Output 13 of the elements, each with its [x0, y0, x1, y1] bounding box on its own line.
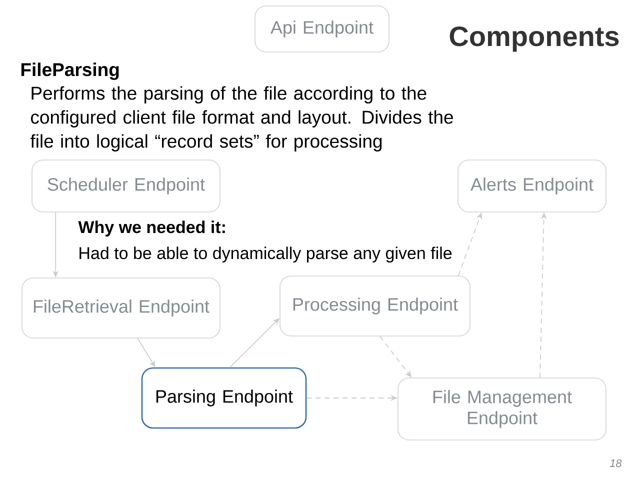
endpoint-box: Processing Endpoint — [280, 276, 470, 336]
endpoint-box: Parsing Endpoint — [141, 367, 307, 429]
endpoint-box: FileRetrieval Endpoint — [22, 278, 220, 338]
subheading: Why we needed it: — [78, 220, 225, 237]
body-text: Had to be able to dynamically parse any given file — [80, 246, 452, 263]
endpoint-box: Api Endpoint — [254, 6, 390, 52]
title: Components — [450, 26, 619, 52]
endpoint-box: Alerts Endpoint — [458, 160, 606, 212]
paragraph: Performs the parsing of the file according to the configured client file format and layout. Divides the file into logical “record sets” for processing — [30, 86, 453, 152]
endpoint-box: File Management Endpoint — [398, 378, 606, 440]
endpoint-box: Scheduler Endpoint — [32, 160, 220, 212]
heading: FileParsing — [21, 62, 119, 80]
page-number: 18 — [610, 459, 622, 468]
